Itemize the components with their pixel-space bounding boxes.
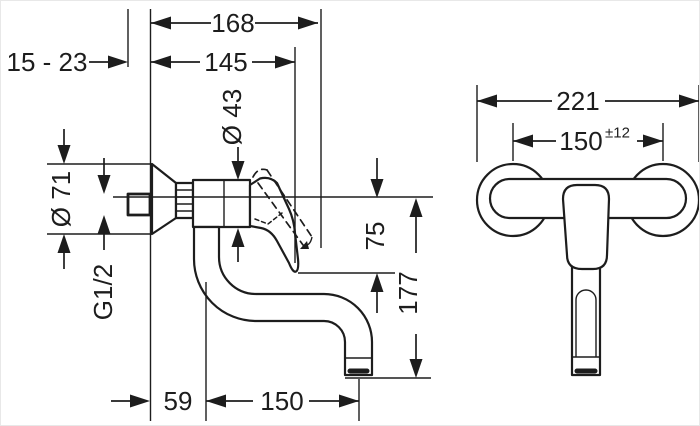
dim-label-g12: G1/2 [88,264,118,320]
lever-handle-front [561,183,611,271]
dim-connection-centers-150: 150 ±12 [513,125,663,156]
dim-label-145: 145 [204,47,247,77]
construction-lines [47,9,433,421]
dim-wall-distance-15-23: 15 - 23 [7,47,128,77]
dim-label-177: 177 [393,271,423,314]
valve-body [191,178,252,229]
mounting-nut [174,181,195,220]
spout-front-inner-arch [575,289,597,357]
dim-label-150-centers: 150 [559,126,602,156]
lever-handle-inner-line [254,212,283,225]
dim-thread-g12: G1/2 [88,158,118,320]
dim-projection-145: 145 [151,47,295,77]
lever-handle [248,176,300,273]
spout [192,225,374,377]
front-view [475,162,699,377]
dim-projection-168: 168 [151,8,318,38]
dim-overall-width-221: 221 [477,86,699,116]
dim-label-59: 59 [164,386,193,416]
dim-lever-drop-75: 75 [360,158,390,313]
dim-label-221: 221 [556,86,599,116]
side-view [126,162,374,377]
motion-arrowhead [300,241,309,249]
dim-handle-dia-43: Ø 43 [217,89,247,262]
dim-label-150-reach: 150 [260,386,303,416]
escutcheon-cone [150,162,178,236]
front-view-extension-lines [476,85,699,162]
dim-label-15-23: 15 - 23 [7,47,88,77]
dim-total-drop-177: 177 [393,198,423,378]
dim-label-dia43: Ø 43 [217,89,247,145]
dim-escutcheon-dia-71: Ø 71 [46,129,76,269]
dim-label-75: 75 [360,222,390,251]
dim-label-150-tolerance: ±12 [605,125,630,142]
dim-spout-offset-59: 59 [111,386,192,416]
dim-label-dia71: Ø 71 [46,171,76,227]
dim-label-168: 168 [211,8,254,38]
dim-spout-reach-150: 150 [206,386,359,416]
